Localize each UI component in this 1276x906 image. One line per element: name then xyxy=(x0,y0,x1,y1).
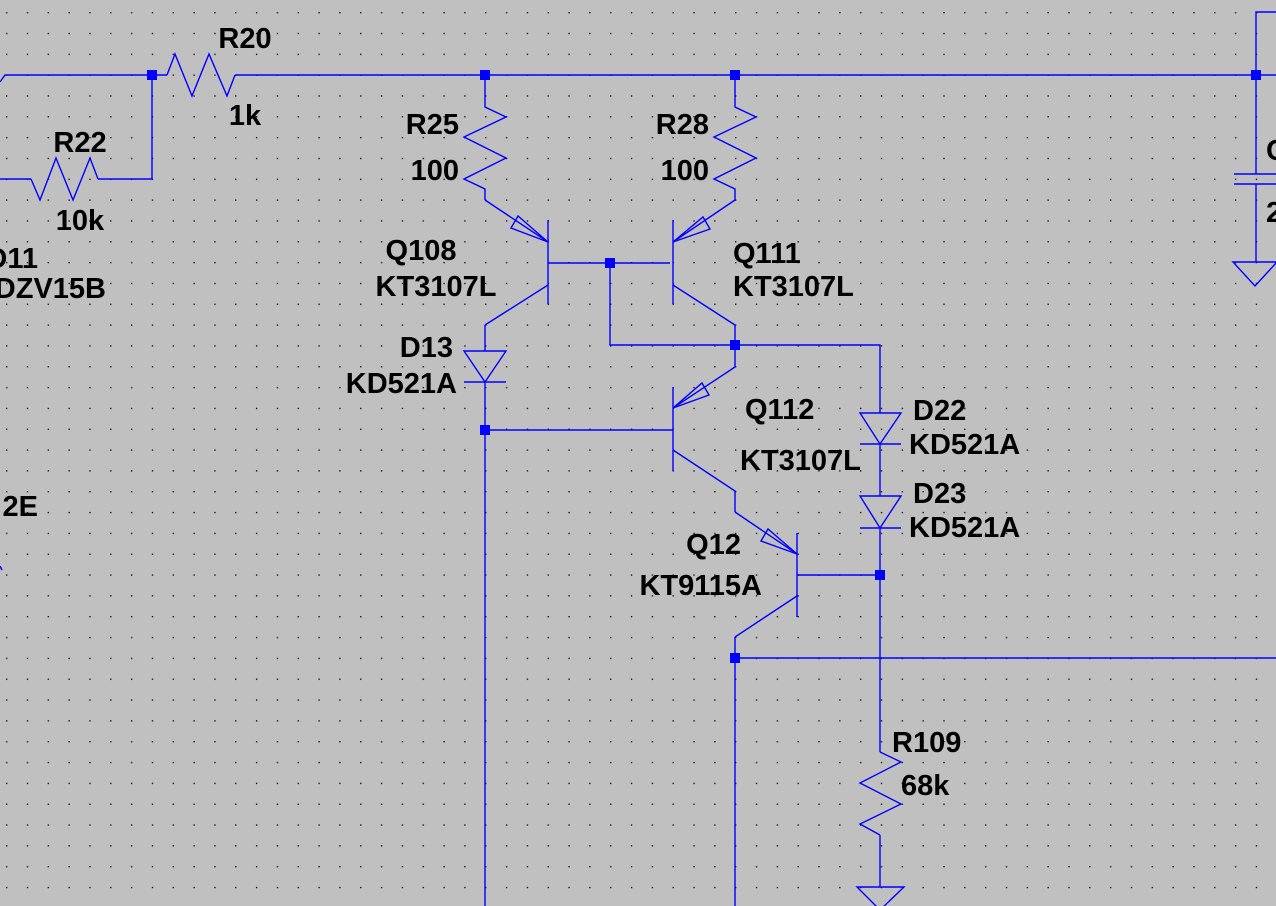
q108-value: KT3107L xyxy=(376,271,497,303)
r25-ref: R25 xyxy=(406,109,459,141)
resistor-r25[interactable] xyxy=(462,106,508,200)
diode-d23[interactable] xyxy=(858,495,903,530)
transistor-q111[interactable] xyxy=(672,199,736,326)
d22-ref: D22 xyxy=(913,395,966,427)
d11-ref: D11 xyxy=(0,243,38,275)
transistor-q12[interactable] xyxy=(734,511,798,638)
ground-icon xyxy=(1231,261,1276,288)
d23-ref: D23 xyxy=(913,478,966,510)
q12-value: KT9115A xyxy=(639,570,762,602)
d22-value: KD521A xyxy=(909,429,1020,461)
q111-value: KT3107L xyxy=(733,271,854,303)
r20-value: 1k xyxy=(229,100,262,132)
resistor-r28[interactable] xyxy=(712,106,758,200)
r109-ref: R109 xyxy=(892,727,961,759)
r20-ref: R20 xyxy=(218,23,271,55)
d23-value: KD521A xyxy=(909,512,1020,544)
r22-value: 10k xyxy=(56,205,105,237)
d11-value: DZV15B xyxy=(0,273,106,305)
c-value: 2 xyxy=(1266,197,1276,229)
d13-value: KD521A xyxy=(346,368,457,400)
q112-value: KT3107L xyxy=(740,445,861,477)
diode-d13[interactable] xyxy=(462,350,508,384)
q12-ref: Q12 xyxy=(686,529,741,561)
r22-ref: R22 xyxy=(53,127,106,159)
resistor-r20[interactable] xyxy=(166,52,236,98)
q111-ref: Q111 xyxy=(733,238,801,270)
d13-ref: D13 xyxy=(400,332,453,364)
resistor-r22[interactable] xyxy=(30,156,99,202)
q108-ref: Q108 xyxy=(386,235,457,267)
resistor-r109[interactable] xyxy=(858,751,903,836)
q112-ref: Q112 xyxy=(745,394,814,426)
r28-value: 100 xyxy=(661,155,709,187)
transistor-q112[interactable] xyxy=(672,366,736,512)
capacitor-c[interactable] xyxy=(1234,173,1276,185)
r28-ref: R28 xyxy=(656,109,709,141)
partial-label: 2E xyxy=(3,491,38,523)
ground-icon xyxy=(855,886,906,906)
r109-value: 68k xyxy=(901,770,950,802)
diode-d22[interactable] xyxy=(858,412,903,446)
transistor-q108[interactable] xyxy=(484,199,549,326)
junctions xyxy=(147,70,1261,663)
c-ref: C xyxy=(1266,135,1276,167)
r25-value: 100 xyxy=(411,155,459,187)
